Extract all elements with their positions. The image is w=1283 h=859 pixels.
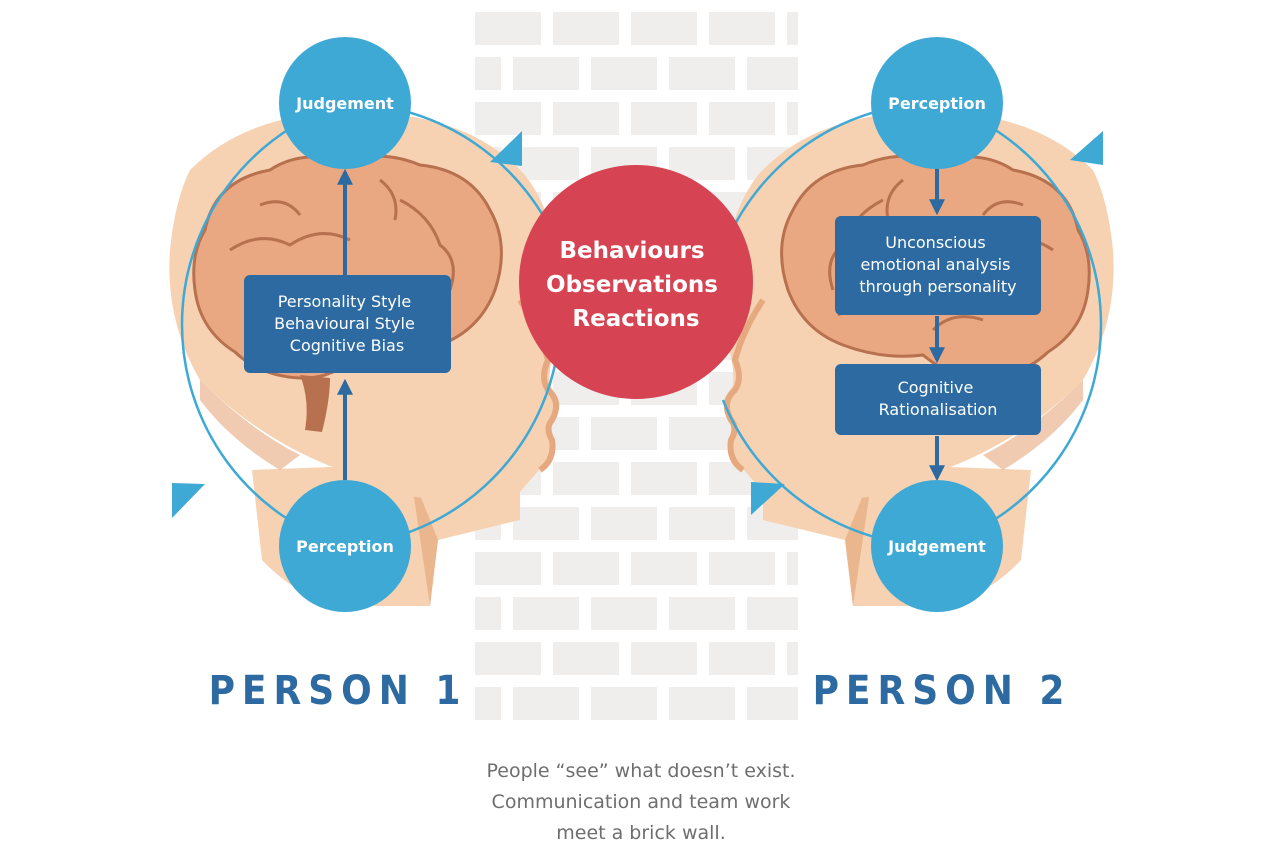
person1-box-line-1: Personality Style bbox=[278, 292, 411, 311]
svg-text:Personality Style Behavi: Personality Style Behavioural Style Cogn… bbox=[274, 292, 420, 355]
center-behaviours-node: Behaviours Observations Reactions bbox=[519, 165, 753, 399]
svg-text:Judgement: Judgement bbox=[887, 537, 986, 556]
person2-box2-line-2: Rationalisation bbox=[879, 400, 998, 419]
brick bbox=[591, 687, 657, 720]
person2-cycle-arrow-icon-2 bbox=[751, 482, 785, 515]
svg-text:Cognitive Rationalisatio: Cognitive Rationalisation bbox=[879, 378, 998, 419]
brick bbox=[669, 507, 735, 540]
brick bbox=[669, 687, 735, 720]
brick bbox=[591, 417, 657, 450]
person2-box1-line-2: emotional analysis bbox=[860, 255, 1010, 274]
brick bbox=[709, 12, 775, 45]
brick bbox=[669, 417, 735, 450]
person1-judgement-node: Judgement bbox=[279, 37, 411, 169]
caption-line-3: meet a brick wall. bbox=[556, 822, 726, 844]
person1-box-line-3: Cognitive Bias bbox=[290, 336, 404, 355]
svg-text:Perception: Perception bbox=[296, 537, 394, 556]
svg-text:Perception: Perception bbox=[888, 94, 986, 113]
person2-box1-line-3: through personality bbox=[859, 277, 1016, 296]
brick bbox=[475, 687, 501, 720]
brick bbox=[631, 12, 697, 45]
center-line-1: Behaviours bbox=[559, 238, 704, 264]
caption-line-2: Communication and team work bbox=[491, 791, 791, 813]
brick bbox=[591, 57, 657, 90]
person1-perception-node: Perception bbox=[279, 480, 411, 612]
person2-cycle-arrow-icon bbox=[1070, 131, 1103, 165]
center-line-2: Observations bbox=[546, 272, 718, 298]
brick bbox=[747, 687, 798, 720]
brick bbox=[709, 102, 775, 135]
brick bbox=[669, 57, 735, 90]
svg-text:Unconscious emotional an: Unconscious emotional analysis through p… bbox=[859, 233, 1016, 296]
brick bbox=[513, 687, 579, 720]
person2-box1-line-1: Unconscious bbox=[885, 233, 985, 252]
brick bbox=[591, 507, 657, 540]
brick bbox=[513, 57, 579, 90]
center-line-3: Reactions bbox=[572, 306, 699, 332]
brick bbox=[475, 57, 501, 90]
person2-analysis-box: Unconscious emotional analysis through p… bbox=[835, 216, 1041, 315]
brick bbox=[475, 552, 541, 585]
person1-cycle-arrow-icon bbox=[490, 131, 522, 166]
brick bbox=[553, 12, 619, 45]
caption-line-1: People “see” what doesn’t exist. bbox=[486, 760, 796, 782]
person2-rationalisation-box: Cognitive Rationalisation bbox=[835, 364, 1041, 435]
brick bbox=[631, 102, 697, 135]
brick bbox=[787, 12, 798, 45]
brick bbox=[475, 597, 501, 630]
brick bbox=[513, 507, 579, 540]
person1-box-line-2: Behavioural Style bbox=[274, 314, 415, 333]
brick bbox=[631, 462, 697, 495]
person1-traits-box: Personality Style Behavioural Style Cogn… bbox=[244, 275, 451, 373]
brick bbox=[553, 552, 619, 585]
brick bbox=[747, 597, 798, 630]
brick bbox=[475, 12, 541, 45]
brick bbox=[631, 552, 697, 585]
person2-perception-node: Perception bbox=[871, 37, 1003, 169]
person2-label: PERSON 2 bbox=[812, 668, 1072, 714]
brick bbox=[475, 642, 541, 675]
brick bbox=[787, 642, 798, 675]
svg-text:Judgement: Judgement bbox=[295, 94, 394, 113]
person2-judgement-node: Judgement bbox=[871, 480, 1003, 612]
person1-cycle-arrow-icon-2 bbox=[172, 483, 205, 518]
person2-box2-line-1: Cognitive bbox=[898, 378, 974, 397]
brick bbox=[669, 597, 735, 630]
person1-label: PERSON 1 bbox=[208, 668, 468, 714]
brick bbox=[591, 597, 657, 630]
brick bbox=[513, 597, 579, 630]
brick bbox=[553, 642, 619, 675]
brick bbox=[787, 102, 798, 135]
brick bbox=[709, 552, 775, 585]
svg-text:Behaviours Observations: Behaviours Observations Reactions bbox=[546, 238, 726, 332]
brick bbox=[709, 642, 775, 675]
brick bbox=[747, 57, 798, 90]
brick bbox=[787, 552, 798, 585]
brick bbox=[553, 102, 619, 135]
brick bbox=[553, 462, 619, 495]
brick bbox=[475, 102, 541, 135]
brick bbox=[631, 642, 697, 675]
caption: People “see” what doesn’t exist. Communi… bbox=[391, 756, 891, 849]
